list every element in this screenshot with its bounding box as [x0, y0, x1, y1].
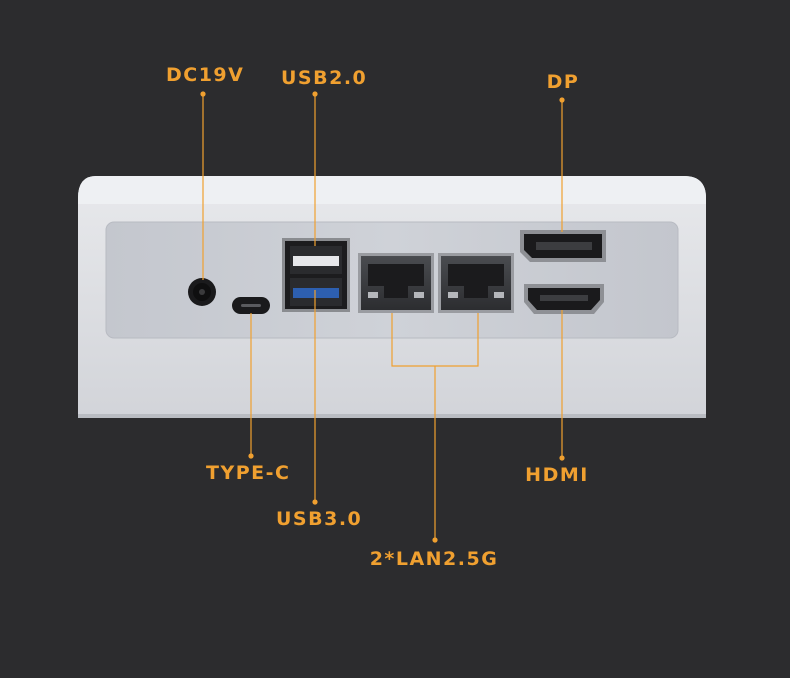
callout-lines	[202, 94, 563, 540]
type-c-port	[232, 297, 270, 314]
lan-port-2	[438, 253, 514, 313]
displayport-port	[520, 230, 606, 262]
label-dc19v: DC19V	[166, 64, 245, 86]
label-usb3: USB3.0	[276, 508, 363, 530]
label-dp: DP	[546, 71, 580, 93]
lan-port-1	[358, 253, 434, 313]
label-lan: 2*LAN2.5G	[369, 548, 499, 570]
hdmi-port	[524, 284, 604, 314]
label-hdmi: HDMI	[525, 464, 589, 486]
usb-stack-port	[282, 238, 350, 312]
dc-jack-port	[188, 278, 216, 306]
callout-dots	[200, 91, 565, 543]
label-usb2: USB2.0	[281, 67, 368, 89]
label-type-c: TYPE-C	[206, 462, 291, 484]
